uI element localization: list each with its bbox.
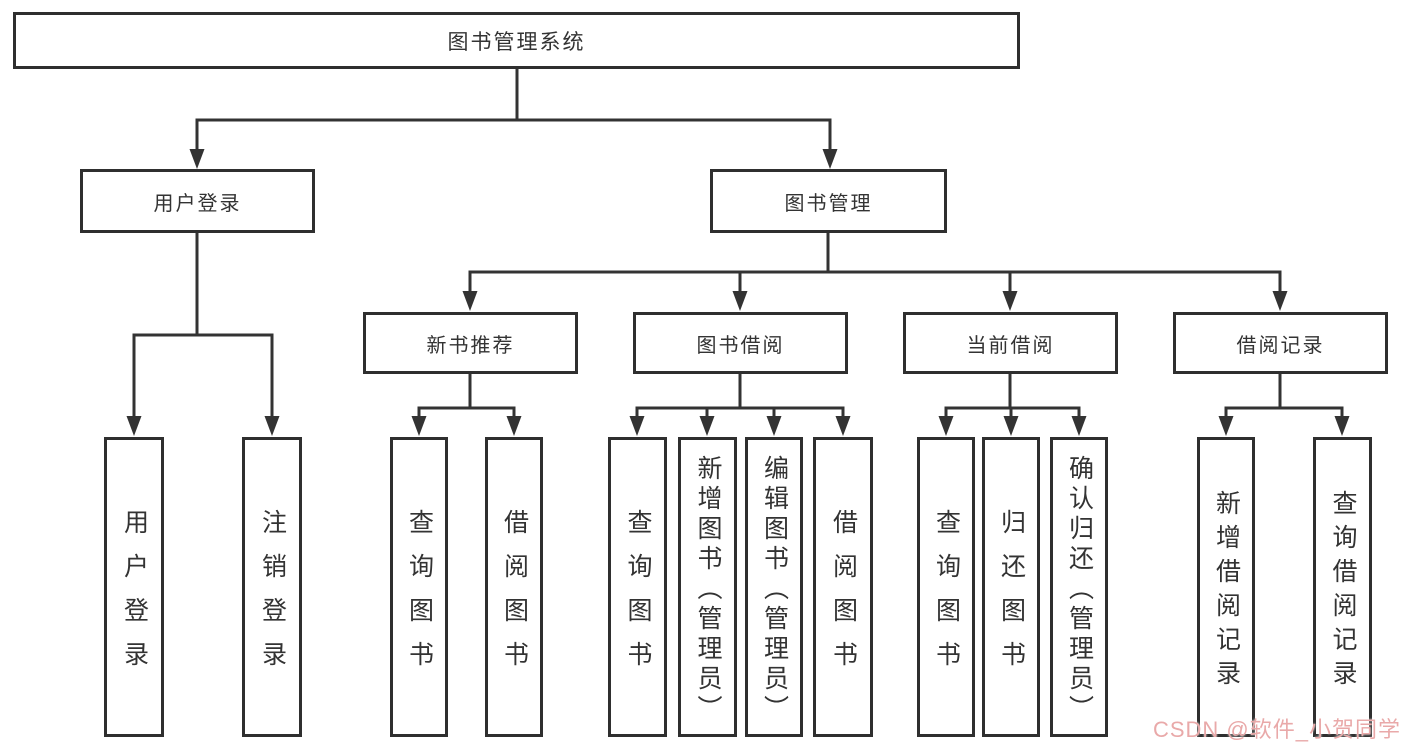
leaf-edit-books-admin: 编辑图书（管理员）: [745, 437, 803, 737]
node-current-borrowing: 当前借阅: [903, 312, 1118, 374]
node-new-book-recommend-label: 新书推荐: [426, 334, 515, 357]
node-user-login: 用户登录: [80, 169, 315, 233]
leaf-add-borrow-record: 新增借阅记录: [1197, 437, 1255, 737]
node-current-borrowing-label: 当前借阅: [966, 334, 1055, 357]
leaf-query-borrow-record: 查询借阅记录: [1313, 437, 1372, 737]
watermark-text: CSDN @软件_小贺同学: [1152, 717, 1401, 742]
node-book-borrowing-label: 图书借阅: [696, 334, 785, 357]
node-borrowing-records: 借阅记录: [1173, 312, 1388, 374]
leaf-user-login-label: 用户登录: [120, 508, 149, 685]
node-book-borrowing: 图书借阅: [633, 312, 848, 374]
node-user-login-label: 用户登录: [153, 192, 242, 215]
leaf-borrow-books-2-label: 借阅图书: [829, 508, 858, 685]
root-node-label: 图书管理系统: [447, 30, 586, 54]
leaf-borrow-books-1-label: 借阅图书: [500, 508, 529, 685]
leaf-return-books: 归还图书: [982, 437, 1040, 737]
node-book-management: 图书管理: [710, 169, 947, 233]
root-node: 图书管理系统: [13, 12, 1020, 69]
leaf-user-login: 用户登录: [104, 437, 164, 737]
leaf-confirm-return-admin-label: 确认归还（管理员）: [1065, 454, 1094, 725]
node-book-management-label: 图书管理: [784, 192, 873, 215]
leaf-query-books-2-label: 查询图书: [624, 508, 652, 685]
leaf-borrow-books-2: 借阅图书: [813, 437, 873, 737]
leaf-borrow-books-1: 借阅图书: [485, 437, 543, 737]
leaf-logout-label: 注销登录: [258, 508, 287, 685]
leaf-add-books-admin: 新增图书（管理员）: [678, 437, 737, 737]
leaf-confirm-return-admin: 确认归还（管理员）: [1050, 437, 1108, 737]
leaf-query-books-3-label: 查询图书: [932, 508, 961, 685]
node-borrowing-records-label: 借阅记录: [1236, 334, 1325, 357]
leaf-logout: 注销登录: [242, 437, 302, 737]
leaf-query-books-1: 查询图书: [390, 437, 448, 737]
leaf-query-books-1-label: 查询图书: [405, 508, 434, 685]
arrowhead-group: [126, 149, 1350, 436]
leaf-query-books-3: 查询图书: [917, 437, 975, 737]
leaf-query-books-2: 查询图书: [608, 437, 667, 737]
leaf-return-books-label: 归还图书: [997, 508, 1026, 685]
leaf-edit-books-admin-label: 编辑图书（管理员）: [760, 454, 789, 725]
leaf-query-borrow-record-label: 查询借阅记录: [1329, 489, 1357, 694]
leaf-add-books-admin-label: 新增图书（管理员）: [694, 454, 722, 725]
node-new-book-recommend: 新书推荐: [363, 312, 578, 374]
leaf-add-borrow-record-label: 新增借阅记录: [1212, 489, 1241, 694]
connector-line-group: [132, 69, 1344, 420]
